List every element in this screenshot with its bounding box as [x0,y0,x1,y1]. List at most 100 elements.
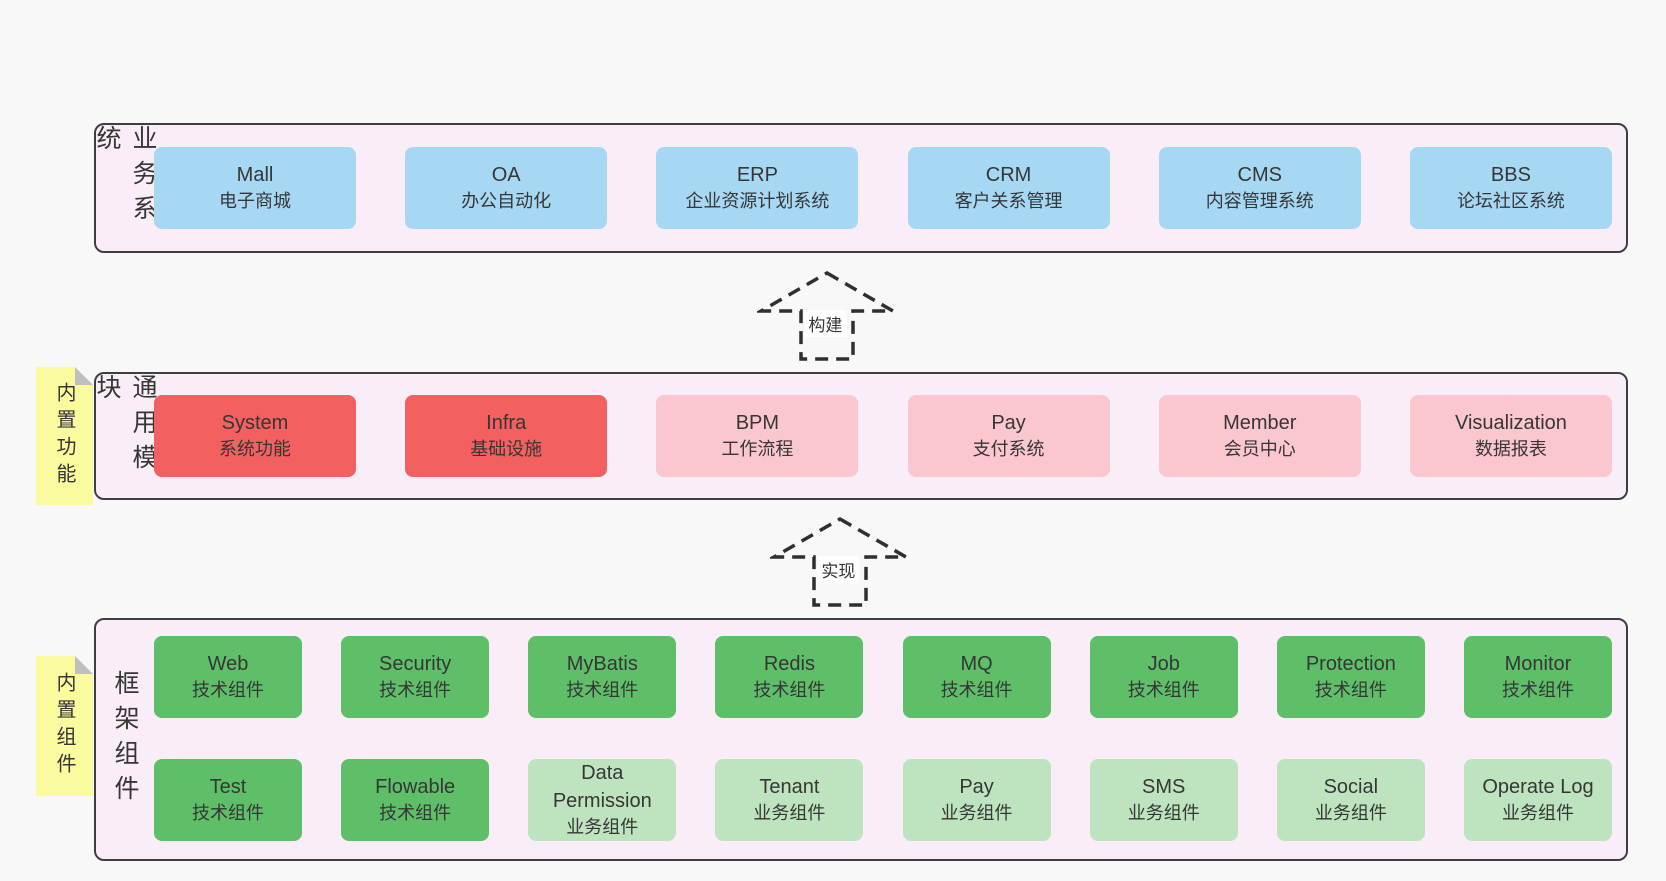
box-title: Pay [991,412,1026,435]
framework-row-2: Test 技术组件 Flowable 技术组件 Data Permission … [154,759,1612,859]
implement-arrow-label: 实现 [817,556,860,583]
box-subtitle: 会员中心 [1223,439,1296,460]
box-data-permission: Data Permission 业务组件 [528,759,677,841]
built-in-components-tab: 内置组件 [36,656,93,796]
box-oa: OA 办公自动化 [405,147,608,229]
box-title: Flowable [375,776,456,799]
built-in-components-tab-label: 内置组件 [53,672,75,780]
box-subtitle: 业务组件 [940,803,1013,824]
box-title: Member [1223,412,1297,435]
box-subtitle: 论坛社区系统 [1456,191,1565,212]
box-social: Social 业务组件 [1276,759,1425,841]
box-title: MyBatis [566,653,638,676]
business-systems-band: 业务系统 Mall 电子商城 OA 办公自动化 ERP 企业资源计划系统 CRM… [93,123,1628,253]
framework-row-1: Web 技术组件 Security 技术组件 MyBatis 技术组件 Redi… [154,636,1612,736]
box-flowable: Flowable 技术组件 [341,759,490,841]
box-title: Security [379,653,452,676]
dashed-up-arrow-icon [757,270,897,361]
box-title: Infra [486,412,527,435]
framework-components-band: 框架组件 Web 技术组件 Security 技术组件 MyBatis 技术组件… [94,618,1628,861]
box-tenant: Tenant 业务组件 [715,759,864,841]
box-subtitle: 支付系统 [972,439,1045,460]
box-subtitle: 技术组件 [1314,680,1387,701]
box-title: CRM [985,164,1032,187]
common-modules-label: 通用模块 [93,374,157,479]
box-pay-module: Pay 支付系统 [907,395,1110,477]
box-title: BPM [735,412,780,435]
box-title: Redis [763,653,815,676]
box-pay-component: Pay 业务组件 [902,759,1051,841]
box-operate-log: Operate Log 业务组件 [1463,759,1612,841]
box-subtitle: 内容管理系统 [1205,191,1314,212]
box-title: BBS [1490,164,1531,187]
box-redis: Redis 技术组件 [715,636,864,718]
box-subtitle: 基础设施 [470,439,543,460]
box-subtitle: 企业资源计划系统 [685,191,830,212]
box-job: Job 技术组件 [1089,636,1238,718]
box-monitor: Monitor 技术组件 [1463,636,1612,718]
box-mq: MQ 技术组件 [902,636,1051,718]
box-subtitle: 业务组件 [1501,803,1574,824]
box-subtitle: 系统功能 [219,439,291,460]
box-subtitle: 技术组件 [379,680,452,701]
box-title: Protection [1305,653,1396,676]
box-title: Test [209,776,247,799]
box-visualization: Visualization 数据报表 [1409,395,1612,477]
box-security: Security 技术组件 [341,636,490,718]
box-title: ERP [736,164,778,187]
box-subtitle: 技术组件 [192,803,264,824]
built-in-features-tab: 内置功能 [36,367,93,505]
framework-components-grid: Web 技术组件 Security 技术组件 MyBatis 技术组件 Redi… [154,636,1626,859]
box-bpm: BPM 工作流程 [656,395,859,477]
box-subtitle: 业务组件 [753,803,826,824]
business-systems-row: Mall 电子商城 OA 办公自动化 ERP 企业资源计划系统 CRM 客户关系… [154,147,1626,229]
box-mall: Mall 电子商城 [154,147,356,229]
box-cms: CMS 内容管理系统 [1158,147,1361,229]
box-subtitle: 技术组件 [192,680,264,701]
box-subtitle: 技术组件 [1127,680,1200,701]
box-title: Pay [959,776,994,799]
box-web: Web 技术组件 [154,636,302,718]
dashed-up-arrow-icon [770,516,910,607]
box-subtitle: 办公自动化 [461,191,552,212]
box-title: Web [207,653,249,676]
box-title: CMS [1237,164,1282,187]
common-modules-band: 通用模块 System 系统功能 Infra 基础设施 BPM 工作流程 Pay… [93,372,1628,500]
build-arrow-label: 构建 [804,310,847,337]
box-member: Member 会员中心 [1158,395,1361,477]
box-title: Visualization [1454,412,1567,435]
box-subtitle: 技术组件 [753,680,826,701]
box-title: Data Permission [552,762,652,813]
box-title: Social [1323,776,1379,799]
box-bbs: BBS 论坛社区系统 [1409,147,1612,229]
box-subtitle: 业务组件 [566,817,639,838]
box-subtitle: 业务组件 [1127,803,1200,824]
box-title: System [221,412,289,435]
box-title: Job [1147,653,1180,676]
box-title: Tenant [759,776,820,799]
box-title: Monitor [1504,653,1572,676]
box-system: System 系统功能 [154,395,356,477]
box-infra: Infra 基础设施 [405,395,608,477]
box-subtitle: 电子商城 [219,191,291,212]
box-subtitle: 技术组件 [379,803,452,824]
box-subtitle: 技术组件 [940,680,1013,701]
built-in-features-tab-label: 内置功能 [53,382,75,490]
common-modules-row: System 系统功能 Infra 基础设施 BPM 工作流程 Pay 支付系统… [154,395,1626,477]
box-test: Test 技术组件 [154,759,302,841]
box-subtitle: 客户关系管理 [954,191,1063,212]
box-title: Mall [236,164,274,187]
box-subtitle: 技术组件 [1501,680,1574,701]
build-arrow: 构建 [757,270,897,362]
box-protection: Protection 技术组件 [1276,636,1425,718]
implement-arrow: 实现 [770,516,910,608]
box-title: Operate Log [1482,776,1594,799]
framework-components-label: 框架组件 [111,669,139,810]
business-systems-label: 业务系统 [93,125,157,230]
box-title: MQ [960,653,993,676]
box-subtitle: 业务组件 [1314,803,1387,824]
box-subtitle: 技术组件 [566,680,639,701]
box-subtitle: 数据报表 [1474,439,1547,460]
box-erp: ERP 企业资源计划系统 [656,147,859,229]
box-title: SMS [1142,776,1186,799]
